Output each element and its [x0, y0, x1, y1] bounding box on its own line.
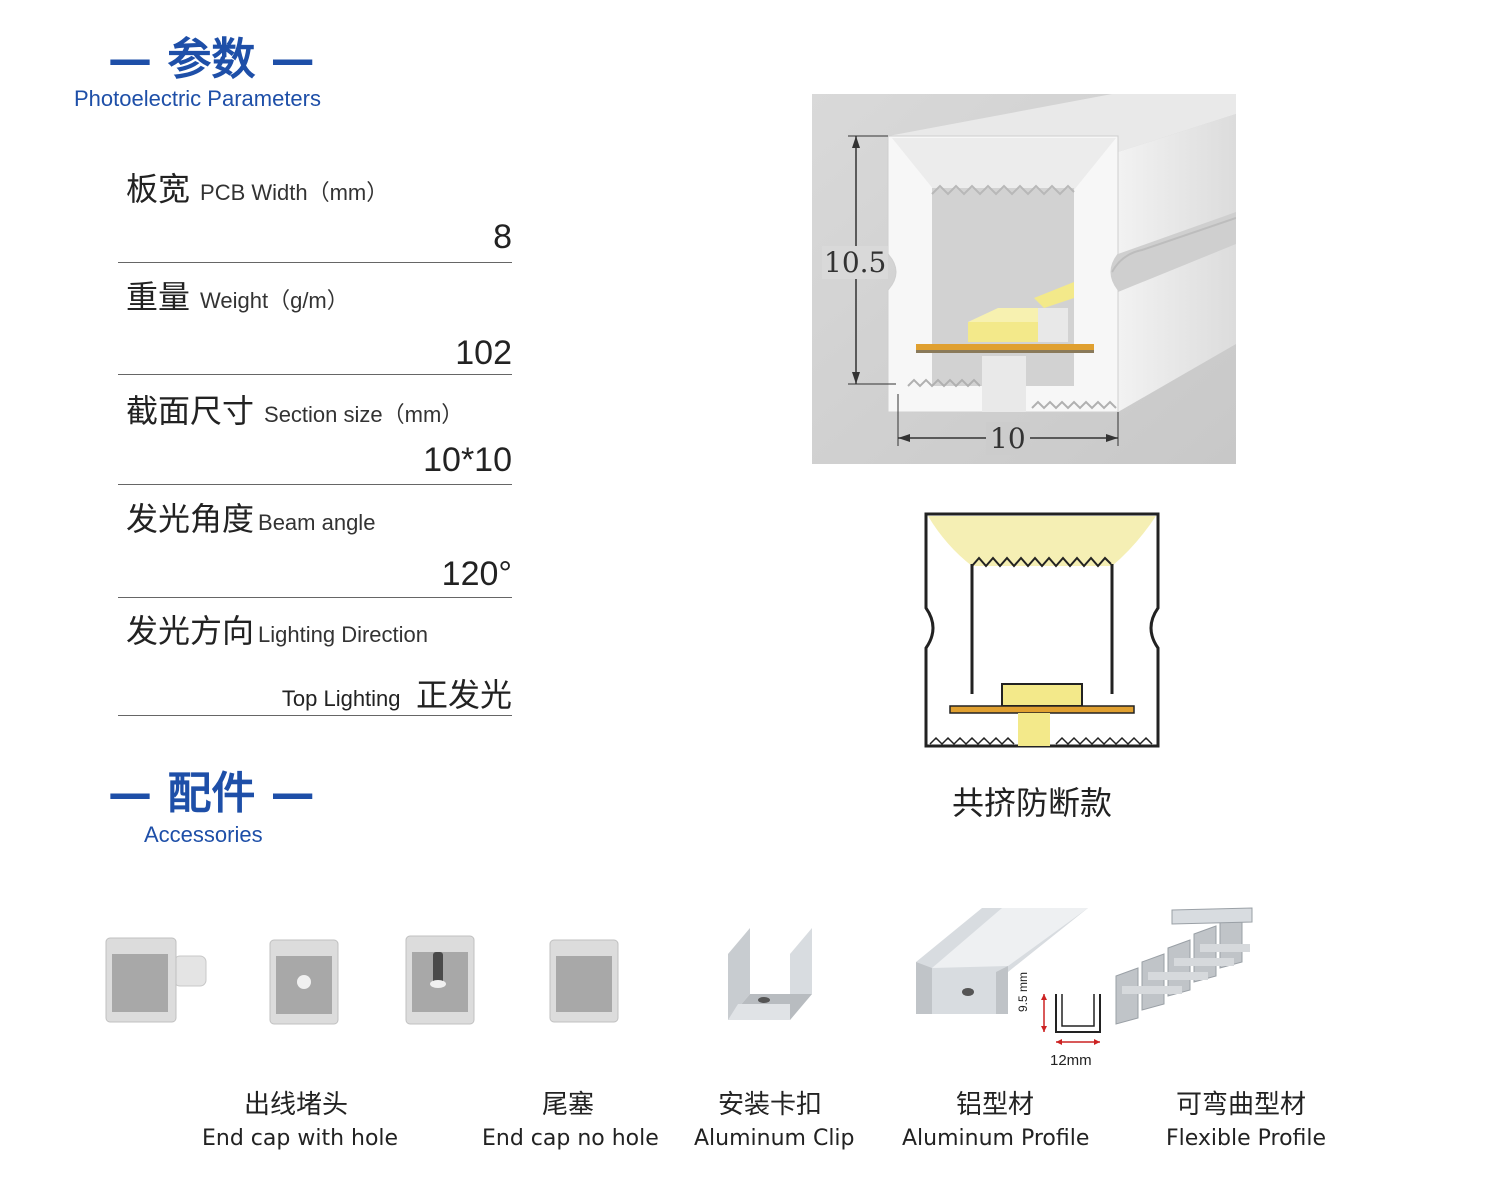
profile-3d-svg [812, 94, 1237, 464]
accessory-name-en-0: End cap with hole [202, 1126, 399, 1151]
accessories-section-title: — 配件 — [108, 768, 315, 819]
param-label-en: Beam angle [258, 510, 376, 535]
accessory-name-en-3: Aluminum Profile [902, 1126, 1090, 1151]
param-value-beam-angle: 120° [441, 555, 512, 593]
profile-width-label: 12mm [1050, 1052, 1092, 1069]
param-value-pcb-width: 8 [493, 218, 512, 256]
param-label-zh: 发光角度 [126, 501, 255, 537]
aluminum-profile-image [912, 906, 1092, 1030]
profile-height-label: 9.5 mm [1016, 971, 1030, 1012]
accessory-name-zh-1: 尾塞 [542, 1090, 595, 1120]
param-label-zh: 截面尺寸 [126, 393, 255, 429]
end-cap-hole-image [268, 938, 340, 1030]
accessory-name-zh-2: 安装卡扣 [718, 1090, 823, 1120]
param-value-zh: 正发光 [415, 677, 512, 713]
param-divider [118, 715, 512, 716]
end-cap-no-hole-image [548, 938, 620, 1028]
param-value-section-size: 10*10 [423, 441, 512, 479]
param-label-en: Lighting Direction [258, 622, 428, 647]
param-label-en: Section size（mm） [264, 402, 464, 427]
accessory-name-zh-3: 铝型材 [956, 1090, 1035, 1120]
param-value-lighting-direction: Top Lighting 正发光 [282, 670, 512, 716]
param-label-section-size: 截面尺寸 Section size（mm） [126, 386, 463, 432]
param-label-zh: 发光方向 [126, 613, 255, 649]
cross-section-caption: 共挤防断款 [952, 784, 1113, 822]
end-cap-slot-image [404, 934, 476, 1030]
profile-dimension-drawing: 9.5 mm 12mm [1016, 971, 1116, 1069]
accessories-section-subtitle: Accessories [144, 822, 263, 847]
param-divider [118, 374, 512, 375]
param-divider [118, 597, 512, 598]
height-dimension-label: 10.5 [822, 246, 889, 279]
param-label-zh: 重量 [126, 279, 191, 315]
accessory-name-zh-4: 可弯曲型材 [1176, 1090, 1307, 1120]
accessory-name-en-4: Flexible Profile [1166, 1126, 1327, 1151]
param-divider [118, 484, 512, 485]
flexible-profile-image [1112, 906, 1258, 1030]
params-section-title: — 参数 — [108, 34, 315, 85]
param-value-en: Top Lighting [281, 686, 401, 711]
param-label-en: PCB Width（mm） [200, 180, 389, 205]
accessory-name-zh-0: 出线堵头 [244, 1090, 349, 1120]
param-divider [118, 262, 512, 263]
width-dimension-label: 10 [986, 422, 1030, 455]
profile-3d-diagram: 10.5 10 [812, 94, 1237, 464]
param-value-weight: 102 [455, 334, 512, 372]
accessory-name-en-1: End cap no hole [482, 1126, 659, 1151]
aluminum-clip-image [720, 924, 816, 1030]
param-label-zh: 板宽 [126, 171, 191, 207]
end-cap-side-image [104, 936, 210, 1028]
param-label-weight: 重量 Weight（g/m） [126, 272, 349, 318]
param-label-pcb-width: 板宽 PCB Width（mm） [126, 164, 388, 210]
cross-section-diagram [916, 506, 1166, 754]
param-label-en: Weight（g/m） [200, 288, 349, 313]
cross-section-svg [924, 512, 1160, 748]
params-section-subtitle: Photoelectric Parameters [74, 86, 321, 111]
accessory-name-en-2: Aluminum Clip [694, 1126, 855, 1151]
